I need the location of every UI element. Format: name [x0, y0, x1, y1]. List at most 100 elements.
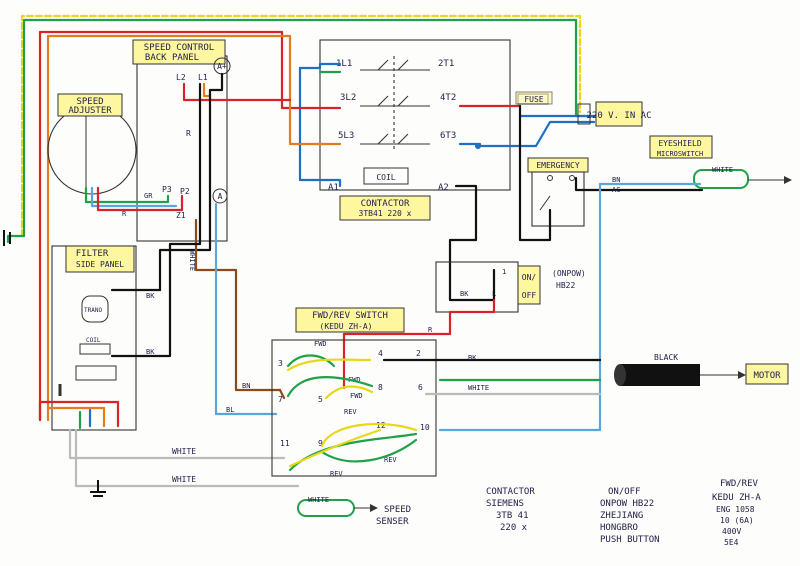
motor-arrow-head [738, 371, 746, 379]
legend-contactor-1: SIEMENS [486, 499, 524, 509]
wire-filter-red [38, 400, 120, 428]
legend-fwdrev-4: 400V [722, 527, 741, 536]
wire-ground-side [6, 234, 26, 244]
wire-filter-black-mid [110, 82, 202, 358]
speed-control-label: SPEED CONTROL [144, 43, 214, 53]
wire-sw-bn-in [278, 388, 286, 400]
supply-connector [577, 103, 591, 125]
legend-fwdrev-1: KEDU ZH-A [712, 493, 761, 503]
wire-label-white-2: WHITE [172, 475, 196, 484]
contactor-terminal-a2: A2 [438, 183, 449, 193]
sw-terminal-10: 10 [420, 423, 430, 432]
wire-eyeshield-blue [438, 182, 702, 432]
fwdrev-label-box [295, 307, 405, 333]
contactor-terminal-2t1: 2T1 [438, 59, 454, 69]
microswitch-label: MICROSWITCH [657, 150, 703, 158]
supply-label-box [595, 101, 643, 127]
wire-label-ac: AC [612, 186, 620, 194]
supply-label: 220 V. IN AC [586, 111, 651, 121]
wire-label-bl: BL [226, 406, 234, 414]
wire-aplus-black [158, 72, 224, 292]
sw-terminal-3: 3 [278, 359, 283, 368]
onoff-label-1: ON/ [522, 273, 537, 282]
sw-terminal-7: 7 [278, 395, 283, 404]
sw-terminal-9: 9 [318, 439, 323, 448]
wire-label-bk-filter-2: BK [146, 348, 155, 356]
black-cable-label: BLACK [654, 353, 678, 362]
transformer-label: TRANO [84, 307, 102, 314]
motor-label-box [745, 363, 789, 385]
contactor-box [319, 39, 511, 191]
speed-adjuster-dial [47, 105, 137, 195]
legend-onoff-0: ON/OFF [608, 487, 641, 497]
contactor-terminal-4t2: 4T2 [440, 93, 456, 103]
wire-label-rev-2: REV [330, 470, 343, 478]
wire-adj-red [96, 186, 184, 212]
wire-label-fwd-1: FWD [314, 340, 327, 348]
side-panel-label: SIDE PANEL [76, 260, 124, 269]
coil-component [79, 343, 111, 355]
legend-onoff-4: PUSH BUTTON [600, 535, 660, 545]
legend-onoff: ON/OFF ONPOW HB22 ZHEJIANG HONGBRO PUSH … [600, 487, 660, 545]
sw-terminal-6: 6 [418, 383, 423, 392]
contactor-model-label: 3TB41 220 x [359, 209, 412, 218]
wire-red-main [38, 30, 302, 422]
wire-label-bn-ac: BN [612, 176, 620, 184]
wire-label-bk-filter: BK [146, 292, 155, 300]
sw-terminal-8: 8 [378, 383, 383, 392]
eyeshield-arrow-head [784, 176, 792, 184]
wire-label-rev-3: REV [384, 456, 397, 464]
wire-contactor-out-blue [458, 120, 596, 148]
junction-dot [475, 143, 481, 149]
wire-emergency-black [518, 104, 552, 242]
filter-block [75, 365, 117, 381]
wire-label-white-motor: WHITE [468, 384, 489, 392]
motor-cable-end [614, 364, 626, 386]
legend-onoff-1: ONPOW HB22 [600, 499, 654, 509]
emergency-contact-1 [547, 175, 553, 181]
speed-adjuster-label-box [57, 93, 123, 117]
wire-label-gr: GR [144, 192, 153, 200]
wire-adj-blue [90, 186, 178, 208]
wire-adj-green [84, 186, 170, 204]
emergency-label: EMERGENCY [536, 161, 580, 170]
wire-fwd-green-1 [286, 354, 336, 368]
onpow-label: (ONPOW) [552, 269, 586, 278]
coil-small-label: COIL [86, 337, 101, 344]
contactor-coil-label: COIL [376, 173, 395, 182]
sc-terminal-l2: L2 [176, 73, 186, 82]
wire-label-rev-1: REV [344, 408, 357, 416]
wire-emergency-out [574, 176, 704, 192]
wire-ground-green [22, 18, 594, 238]
wire-l2-red [182, 82, 292, 102]
fuse-label: FUSE [524, 95, 543, 104]
wire-contactor-blue-in [298, 66, 342, 188]
sc-terminal-z1: Z1 [176, 211, 186, 220]
filter-label-box [65, 245, 135, 273]
fwdrev-label: FWD/REV SWITCH [312, 311, 388, 321]
wire-l1-orange [202, 82, 212, 98]
legend-contactor-0: CONTACTOR [486, 487, 535, 497]
legend-contactor-2: 3TB 41 [496, 511, 529, 521]
legend-fwdrev: FWD/REV KEDU ZH-A ENG 1058 10 (6A) 400V … [712, 479, 761, 547]
sc-terminal-a-ring [212, 188, 228, 204]
speed-adjuster-label-1: SPEED [76, 97, 103, 107]
wire-label-r-panel: R [186, 129, 191, 138]
sc-terminal-p3: P3 [162, 185, 172, 194]
back-panel-label: BACK PANEL [145, 53, 199, 63]
sc-terminal-aplus: A+ [217, 62, 227, 71]
legend-contactor-3: 220 x [500, 523, 528, 533]
eyeshield-label: EYESHIELD [658, 139, 702, 148]
sc-terminal-l1: L1 [198, 73, 208, 82]
contactor-terminal-3l2: 3L2 [340, 93, 356, 103]
contactor-coil [363, 167, 409, 185]
emergency-contact-2 [569, 175, 575, 181]
wire-label-white-sensor: WHITE [308, 496, 329, 504]
wire-filter-orange [46, 406, 106, 428]
wire-label-bn: BN [242, 382, 250, 390]
legend-onoff-3: HONGBRO [600, 523, 638, 533]
legend-onoff-2: ZHEJIANG [600, 511, 643, 521]
eyeshield-cable [693, 169, 749, 189]
contactor-label-box [339, 195, 431, 221]
